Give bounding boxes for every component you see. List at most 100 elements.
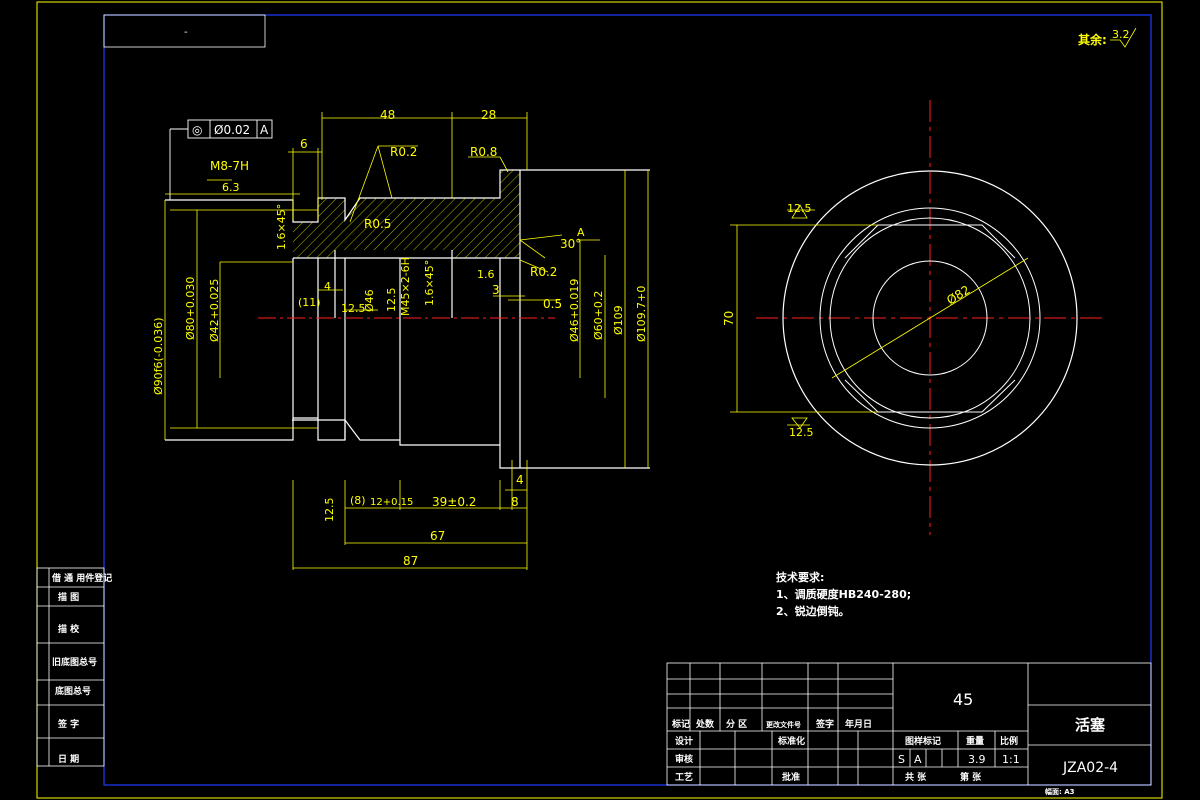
strip-label-3: 描 校 [58, 623, 80, 635]
radius-r05: R0.5 [364, 217, 391, 231]
concentricity-icon: ◎ [192, 123, 202, 137]
tb-part-name: 活塞 [1075, 716, 1106, 734]
dim-4: 4 [324, 280, 331, 293]
dim-12: 12+0.15 [370, 497, 413, 508]
tb-sheets-label: 共 张 [905, 771, 927, 783]
section-view: ◎ Ø0.02 A 48 28 6 M8-7H 6.3 R0.2 R0.8 R0… [152, 108, 650, 570]
tb-stage-a: A [914, 753, 922, 766]
dim-0-5: 0.5 [543, 297, 562, 311]
dim-48: 48 [380, 108, 395, 122]
roughness-label: 其余: [1078, 32, 1107, 47]
roughness-value: 3.2 [1112, 28, 1130, 41]
tb-scale-value: 1:1 [1002, 753, 1020, 766]
outer-border [36, 1, 1163, 799]
dia-60: Ø60+0.2 [592, 291, 605, 340]
tb-row-review: 审核 [675, 753, 693, 765]
dim-39: 39±0.2 [432, 495, 476, 509]
inner-ring [829, 217, 1031, 419]
dim-28: 28 [481, 108, 496, 122]
tech-requirements: 技术要求: 1、调质硬度HB240-280; 2、锐边倒钝。 [776, 570, 911, 618]
finish-12-5-c: 12.5 [323, 498, 336, 523]
dim-8: 8 [511, 495, 519, 509]
tb-header-3: 分 区 [726, 718, 747, 730]
left-strip: 借 通 用件登记 描 图 描 校 旧底图总号 底图总号 签 字 日 期 [36, 567, 112, 767]
tb-drawing-no: JZA02-4 [1062, 760, 1118, 776]
top-left-box [103, 14, 266, 48]
dim-11: (11) [298, 296, 321, 309]
tb-header-1: 标记 [671, 718, 690, 730]
dim-6: 6 [300, 137, 308, 151]
flat-profile [844, 224, 1016, 413]
finish-12-5-a: 12.5 [341, 302, 366, 315]
tb-header-6: 年月日 [845, 718, 872, 730]
dia-109-7: Ø109.7+0 [635, 286, 648, 342]
tb-material: 45 [953, 690, 973, 709]
thread-callout: M8-7H [210, 159, 249, 173]
strip-label-2: 描 图 [58, 591, 79, 603]
tb-mid-standard: 标准化 [777, 735, 805, 747]
dia-80: Ø80+0.030 [184, 277, 197, 340]
dia-109: Ø109 [612, 305, 625, 335]
dim-3: 3 [492, 283, 500, 297]
strip-label-1: 借 通 用件登记 [51, 572, 112, 584]
tech-item-2: 2、锐边倒钝。 [776, 604, 850, 618]
radius-r02-right: R0.2 [530, 265, 557, 279]
hatch-body [318, 170, 520, 258]
bore-circle [872, 260, 988, 376]
tb-footer-note: 幅面: A3 [1045, 787, 1075, 796]
tb-sheet-label: 第 张 [960, 771, 982, 783]
finish-12-5-b: 12.5 [385, 288, 398, 313]
tb-header-4: 更改文件号 [766, 720, 801, 729]
inner-frame [103, 14, 1152, 786]
tb-scale-label: 比例 [1000, 735, 1018, 747]
thread-finish: 6.3 [222, 181, 240, 194]
strip-label-7: 日 期 [58, 753, 79, 765]
end-finish-top: 12.5 [787, 202, 812, 215]
dim-4b: 4 [516, 473, 524, 487]
radius-r02-top: R0.2 [390, 145, 417, 159]
end-finish-bottom: 12.5 [789, 426, 814, 439]
gdt-frame: ◎ Ø0.02 A [169, 119, 273, 200]
strip-label-5: 底图总号 [55, 685, 91, 697]
thread-mid: M45×2-6H [399, 257, 412, 316]
tb-mid-approve: 批准 [782, 771, 800, 783]
gdt-tolerance: Ø0.02 [214, 123, 250, 137]
strip-label-6: 签 字 [57, 718, 79, 730]
mid-circle [819, 207, 1041, 429]
end-dia-82: Ø82 [944, 283, 972, 308]
tech-item-1: 1、调质硬度HB240-280; [776, 587, 911, 601]
tech-title: 技术要求: [776, 570, 824, 584]
tb-header-5: 签字 [815, 718, 834, 730]
title-block [666, 662, 1152, 786]
roughness-symbol-icon [1110, 27, 1137, 48]
end-dim-70: 70 [722, 311, 736, 326]
tb-row-process: 工艺 [675, 771, 693, 783]
tb-header-2: 处数 [695, 718, 715, 730]
dim-8-paren: (8) [350, 494, 366, 507]
tb-stage-label: 图样标记 [905, 735, 941, 747]
gdt-datum: A [260, 123, 269, 137]
tb-weight-label: 重量 [966, 735, 984, 747]
finish-1-6: 1.6 [477, 268, 495, 281]
chamfer-left: 1.6×45° [275, 204, 288, 250]
tb-stage-s: S [898, 753, 905, 766]
dia-90: Ø90f6(-0.036) [152, 317, 165, 395]
dia-46: Ø46 [363, 289, 376, 312]
angle-30: 30° [560, 237, 581, 251]
top-left-box-text: - [184, 27, 188, 38]
chamfer-mid: 1.6×45° [423, 260, 436, 306]
tb-weight-value: 3.9 [968, 753, 986, 766]
hatch-left [293, 222, 318, 258]
outer-circle [782, 170, 1078, 466]
dim-67: 67 [430, 529, 445, 543]
strip-label-4: 旧底图总号 [52, 656, 97, 668]
dim-87: 87 [403, 554, 418, 568]
tb-row-design: 设计 [675, 735, 693, 747]
dia-46r: Ø46+0.019 [568, 279, 581, 342]
datum-a-marker: A [577, 226, 585, 239]
end-view: 12.5 70 Ø82 12.5 [722, 100, 1105, 535]
dia-42: Ø42+0.025 [208, 279, 221, 342]
radius-r08: R0.8 [470, 145, 497, 159]
